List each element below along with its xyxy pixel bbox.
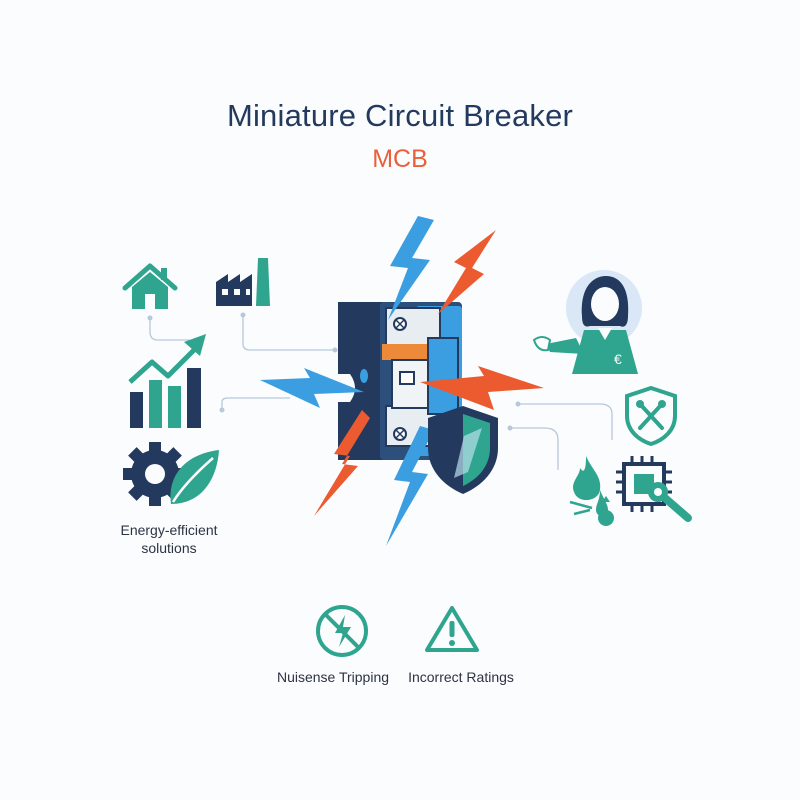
no-power-icon bbox=[316, 605, 368, 657]
connector-shield-tools bbox=[518, 403, 613, 440]
energy-caption: Energy-efficient solutions bbox=[120, 522, 218, 556]
connector-factory bbox=[242, 315, 335, 351]
lightning-bolt-icon bbox=[260, 368, 364, 408]
warning-icon bbox=[425, 606, 479, 652]
connector-fire bbox=[510, 427, 559, 470]
lightning-bolt-icon bbox=[314, 410, 370, 516]
gear-leaf-icon bbox=[123, 442, 219, 506]
page-subtitle: MCB bbox=[372, 145, 428, 173]
factory-icon bbox=[216, 258, 270, 306]
home-icon bbox=[122, 263, 178, 309]
nuisance-caption: Nuisense Tripping bbox=[276, 669, 390, 685]
svg-text:€: € bbox=[614, 351, 622, 367]
lightning-bolt-icon bbox=[388, 216, 434, 320]
fire-drop-icon bbox=[569, 456, 614, 526]
ratings-caption: Incorrect Ratings bbox=[408, 669, 514, 685]
lightning-bolt-icon bbox=[386, 426, 434, 546]
growth-chart-icon bbox=[128, 334, 206, 428]
page-title: Miniature Circuit Breaker bbox=[226, 98, 574, 133]
chip-wrench-icon bbox=[616, 456, 692, 522]
shield-tools-icon bbox=[625, 385, 677, 447]
lightning-bolt-icon bbox=[420, 366, 544, 410]
person-icon: € bbox=[532, 270, 642, 374]
breaker-icon bbox=[338, 302, 462, 460]
connector-growth bbox=[221, 397, 290, 410]
lightning-bolt-icon bbox=[438, 230, 496, 314]
connector-home bbox=[149, 318, 190, 341]
shield-icon bbox=[428, 406, 498, 494]
